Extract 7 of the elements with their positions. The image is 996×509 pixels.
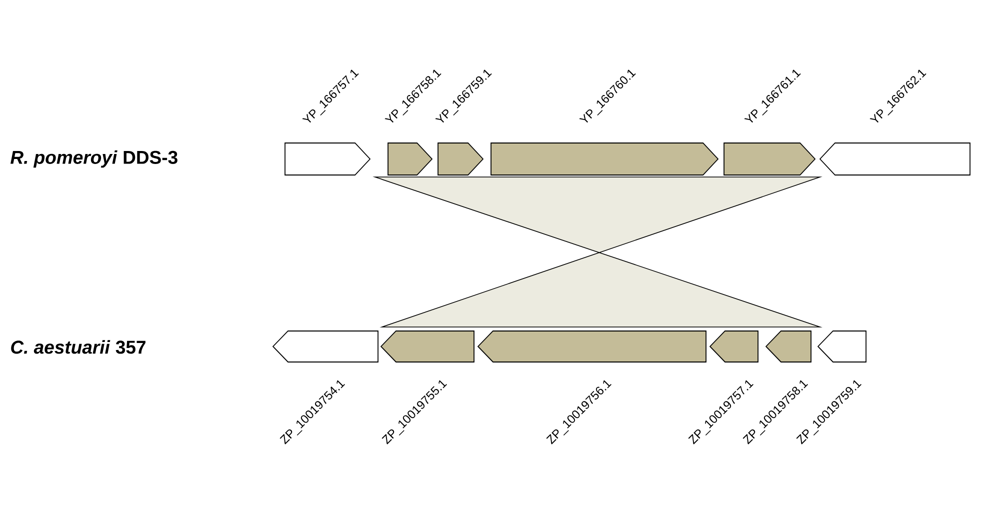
strain-label: C. aestuarii 357 <box>11 340 146 354</box>
gene-shape <box>388 142 433 176</box>
gene-shape <box>724 142 816 176</box>
strain-label: R. pomeroyi DDS-3 <box>10 150 178 168</box>
gene-shape <box>438 142 484 176</box>
gene-shape <box>490 142 719 176</box>
gene-shape <box>284 142 371 176</box>
